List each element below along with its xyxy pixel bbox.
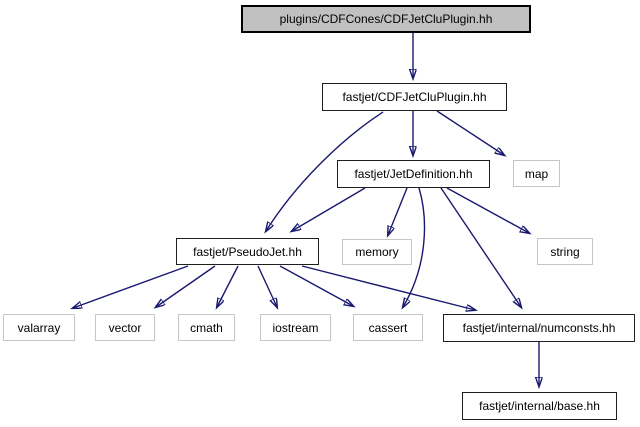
node-fastjet-jetdefinition[interactable]: fastjet/JetDefinition.hh — [337, 160, 490, 188]
node-cmath: cmath — [178, 314, 235, 341]
node-memory: memory — [342, 239, 412, 265]
node-fastjet-cdfjetcluplugin[interactable]: fastjet/CDFJetCluPlugin.hh — [322, 83, 507, 111]
edge-fastjet-pseudojet-to-cassert — [279, 265, 353, 306]
node-cassert: cassert — [353, 314, 423, 341]
edge-fastjet-jetdefinition-to-fastjet-internal-numconsts — [440, 187, 521, 307]
edge-fastjet-jetdefinition-to-string — [446, 187, 529, 233]
edge-fastjet-pseudojet-to-iostream — [257, 265, 277, 307]
edge-fastjet-jetdefinition-to-memory — [388, 187, 408, 235]
node-vector: vector — [95, 314, 155, 341]
edge-fastjet-pseudojet-to-valarray — [73, 265, 189, 308]
edge-fastjet-pseudojet-to-cmath — [217, 265, 239, 307]
edge-fastjet-jetdefinition-to-fastjet-pseudojet — [292, 187, 366, 231]
node-plugins-cdfcones-cdfjetcluplugin: plugins/CDFCones/CDFJetCluPlugin.hh — [241, 5, 531, 33]
node-map: map — [513, 160, 560, 187]
node-fastjet-pseudojet[interactable]: fastjet/PseudoJet.hh — [176, 238, 319, 265]
node-valarray: valarray — [3, 314, 75, 341]
node-string: string — [537, 238, 593, 265]
node-fastjet-internal-base[interactable]: fastjet/internal/base.hh — [462, 392, 617, 420]
edge-fastjet-pseudojet-to-fastjet-internal-numconsts — [301, 265, 475, 310]
edge-fastjet-cdfjetcluplugin-to-map — [436, 110, 504, 155]
node-iostream: iostream — [260, 314, 331, 341]
edge-fastjet-pseudojet-to-vector — [156, 265, 216, 307]
node-fastjet-internal-numconsts[interactable]: fastjet/internal/numconsts.hh — [443, 314, 635, 342]
